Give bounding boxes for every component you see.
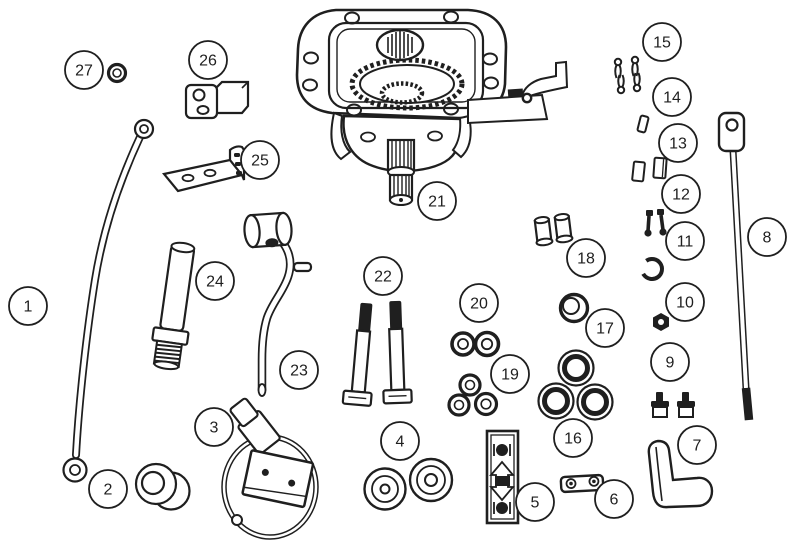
shift-rod [62, 118, 155, 483]
seal-rings [537, 349, 614, 421]
callout-15: 15 [642, 22, 682, 62]
svg-text:3: 3 [210, 420, 219, 437]
callout-9: 9 [650, 342, 690, 382]
callout-11: 11 [665, 221, 705, 261]
svg-text:24: 24 [206, 274, 224, 291]
svg-text:12: 12 [672, 187, 690, 204]
svg-text:13: 13 [669, 136, 687, 153]
callout-19: 19 [490, 354, 530, 394]
svg-text:5: 5 [531, 495, 540, 512]
set-screws [644, 209, 667, 237]
callout-25: 25 [240, 140, 280, 180]
cotter-pins [613, 55, 642, 95]
svg-text:1: 1 [24, 299, 33, 316]
small-grommet [106, 62, 128, 84]
bolts [341, 300, 413, 407]
svg-text:4: 4 [396, 434, 405, 451]
svg-text:10: 10 [676, 295, 694, 312]
splined-output-shaft [386, 138, 416, 206]
small-grommets [447, 373, 499, 417]
svg-text:16: 16 [564, 431, 582, 448]
control-rod [717, 111, 754, 421]
side-bracket [467, 60, 569, 125]
hex-nut [653, 313, 669, 331]
callout-18: 18 [566, 238, 606, 278]
washers [363, 457, 454, 511]
svg-text:6: 6 [610, 492, 619, 509]
threaded-sleeve [151, 241, 196, 371]
callout-13: 13 [658, 123, 698, 163]
shift-knob-lever [647, 439, 714, 509]
svg-text:20: 20 [470, 296, 488, 313]
callout-8: 8 [747, 217, 787, 257]
callout-20: 20 [459, 283, 499, 323]
link-plate [559, 473, 605, 494]
trunnion-block [184, 80, 250, 120]
mounting-bracket [161, 145, 246, 193]
callout-24: 24 [195, 261, 235, 301]
callout-4: 4 [380, 421, 420, 461]
svg-text:17: 17 [596, 321, 614, 338]
svg-text:2: 2 [104, 482, 113, 499]
callout-14: 14 [652, 77, 692, 117]
svg-text:15: 15 [653, 35, 671, 52]
svg-text:7: 7 [693, 438, 702, 455]
callout-22: 22 [363, 256, 403, 296]
safety-switch [221, 397, 319, 540]
locknuts [450, 330, 501, 358]
svg-text:27: 27 [75, 63, 93, 80]
svg-text:19: 19 [501, 367, 519, 384]
svg-text:22: 22 [374, 269, 392, 286]
svg-text:8: 8 [763, 230, 772, 247]
svg-text:23: 23 [290, 363, 308, 380]
callout-10: 10 [665, 282, 705, 322]
small-pin [636, 114, 650, 134]
svg-text:26: 26 [199, 53, 217, 70]
svg-text:14: 14 [663, 90, 681, 107]
flange-bolts [651, 392, 695, 418]
shift-lever [243, 211, 313, 397]
callout-5: 5 [515, 482, 555, 522]
callout-16: 16 [553, 418, 593, 458]
roll-pins [631, 156, 668, 183]
bushing [134, 462, 191, 511]
cylindrical-bushings [533, 212, 574, 247]
callout-17: 17 [585, 308, 625, 348]
callout-12: 12 [661, 174, 701, 214]
callout-6: 6 [594, 479, 634, 519]
svg-text:11: 11 [677, 234, 694, 251]
o-ring [558, 292, 590, 324]
callout-23: 23 [279, 350, 319, 390]
svg-text:18: 18 [577, 251, 595, 268]
svg-text:9: 9 [666, 355, 675, 372]
callout-1: 1 [8, 286, 48, 326]
callout-27: 27 [64, 50, 104, 90]
gear-housing [295, 8, 569, 206]
svg-text:21: 21 [428, 194, 446, 211]
svg-text:25: 25 [251, 153, 269, 170]
callout-3: 3 [194, 407, 234, 447]
callout-26: 26 [188, 40, 228, 80]
retaining-ring [640, 257, 664, 281]
callout-2: 2 [88, 469, 128, 509]
callout-7: 7 [677, 425, 717, 465]
callout-21: 21 [417, 181, 457, 221]
shift-pattern-plate [485, 429, 520, 525]
